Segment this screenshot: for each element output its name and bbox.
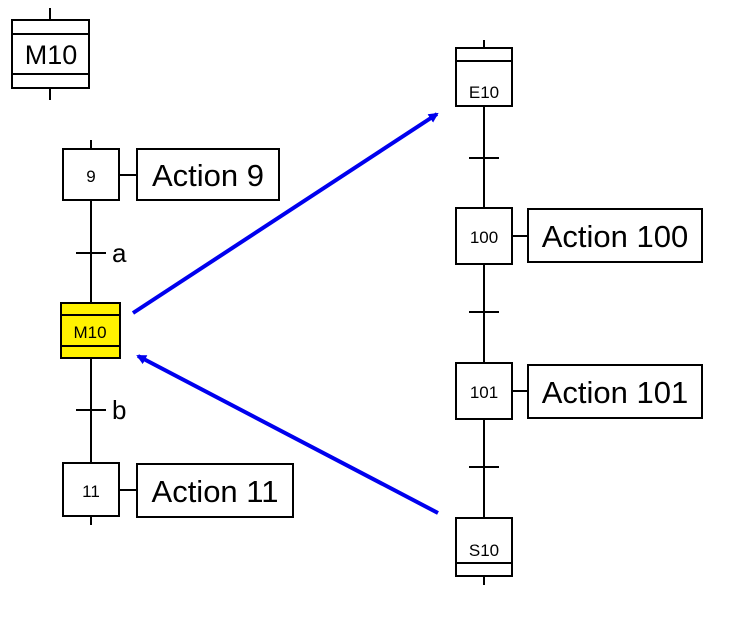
action-11-label: Action 11 (152, 474, 279, 509)
exit-step-s10: S10 (455, 517, 513, 577)
action-100-label: Action 100 (542, 219, 689, 254)
step-9: 9 Action 9 (62, 148, 280, 201)
transition-a-label: a (112, 238, 127, 268)
macro-legend-label: M10 (25, 40, 78, 70)
action-101-label: Action 101 (542, 375, 689, 410)
exit-step-label: S10 (469, 541, 499, 560)
step-100: 100 Action 100 (455, 207, 703, 265)
step-11: 11 Action 11 (62, 462, 294, 518)
action-9-box (136, 148, 280, 201)
action-101-box (527, 364, 703, 419)
transition-b: b (76, 395, 126, 425)
transition-a: a (76, 238, 127, 268)
macro-legend-symbol: M10 (11, 8, 90, 100)
step-100-number: 100 (470, 228, 498, 247)
action-11-box (136, 463, 294, 518)
action-9-label: Action 9 (152, 158, 264, 193)
entry-step-e10: E10 (455, 47, 513, 107)
arrow-macro-to-entry (131, 112, 439, 315)
step-101-number: 101 (470, 383, 498, 402)
step-101: 101 Action 101 (455, 362, 703, 420)
step-11-number: 11 (82, 482, 100, 501)
macro-step-label: M10 (73, 323, 106, 342)
action-100-box (527, 208, 703, 263)
macro-step-m10: M10 (60, 302, 121, 359)
entry-step-label: E10 (469, 83, 499, 102)
transition-b-label: b (112, 395, 126, 425)
step-9-number: 9 (86, 167, 95, 186)
arrow-exit-to-macro (136, 354, 439, 515)
